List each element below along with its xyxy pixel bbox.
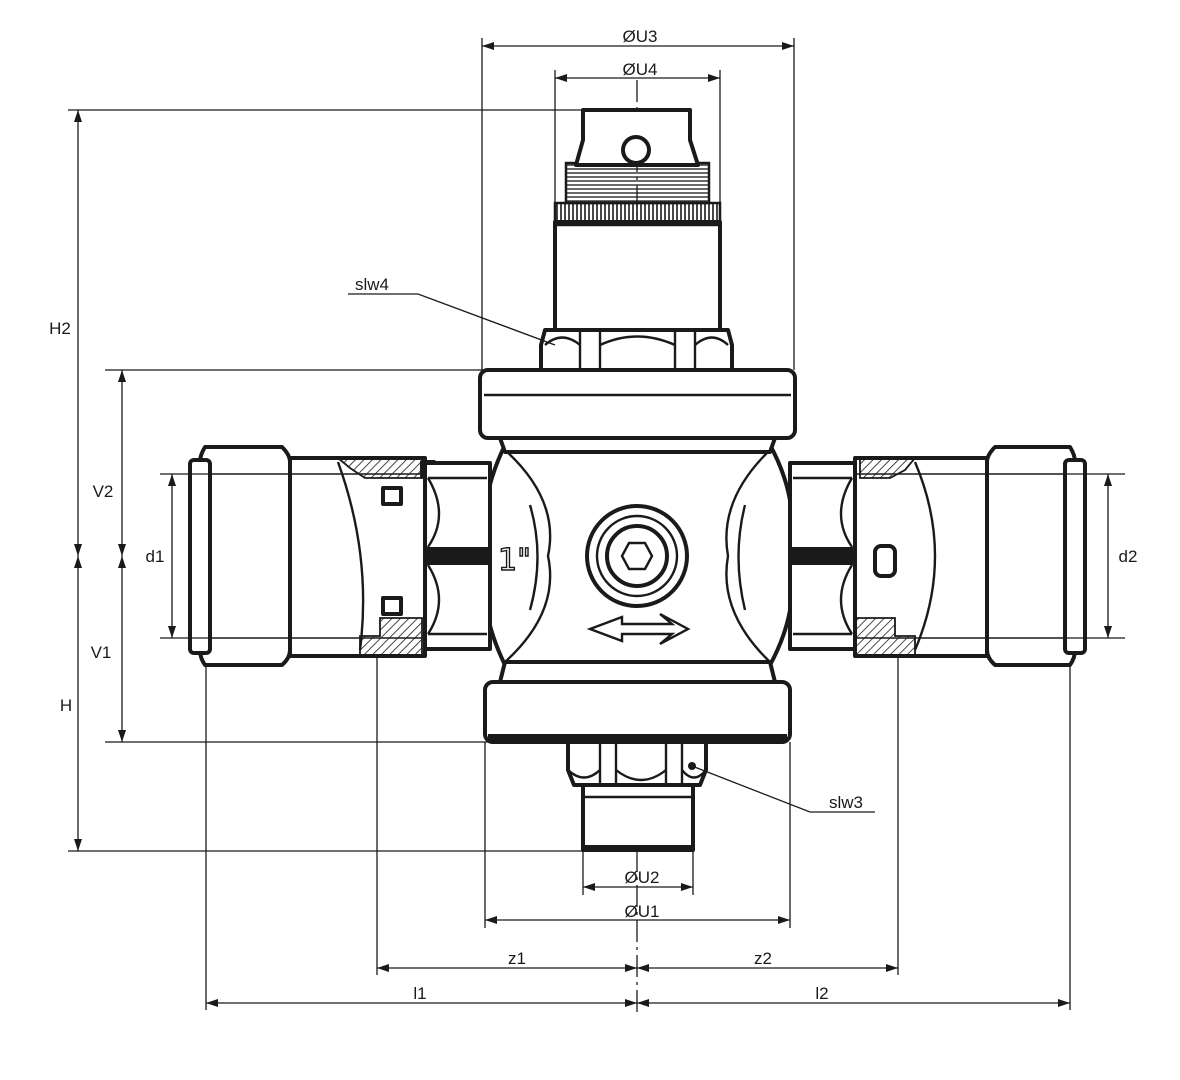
- lower-hex-nut: [566, 740, 708, 787]
- label-slw3: slw3: [829, 793, 863, 812]
- upper-hex-nut: [539, 328, 734, 372]
- drain-stub: [581, 783, 695, 852]
- label-d1: d1: [146, 547, 165, 566]
- dimension-lines: [74, 42, 1112, 1007]
- left-connection: [188, 445, 492, 667]
- label-d2: d2: [1119, 547, 1138, 566]
- leader-lines: [348, 293, 875, 813]
- dimension-labels: ØU3 ØU4 H2 H V2 V1 d1 d2 ØU2 ØU1 z1 z2 l…: [49, 27, 1137, 1003]
- label-l2: l2: [815, 984, 828, 1003]
- flow-arrow: [586, 612, 691, 646]
- label-v2: V2: [93, 482, 114, 501]
- label-h2: H2: [49, 319, 71, 338]
- spindle-housing: [553, 108, 722, 332]
- upper-flange: [478, 368, 797, 454]
- label-u1: ØU1: [625, 902, 660, 921]
- lower-flange: [483, 660, 792, 744]
- label-l1: l1: [413, 984, 426, 1003]
- body-size-marking: 1": [498, 543, 531, 578]
- label-u2: ØU2: [625, 868, 660, 887]
- label-u3: ØU3: [623, 27, 658, 46]
- label-z2: z2: [754, 949, 772, 968]
- label-v1: V1: [91, 643, 112, 662]
- label-h: H: [60, 696, 72, 715]
- right-connection: [788, 445, 1087, 667]
- label-u4: ØU4: [623, 60, 658, 79]
- gauge-port: [585, 504, 689, 608]
- label-slw4: slw4: [355, 275, 389, 294]
- extension-lines: [68, 38, 1125, 1010]
- label-z1: z1: [508, 949, 526, 968]
